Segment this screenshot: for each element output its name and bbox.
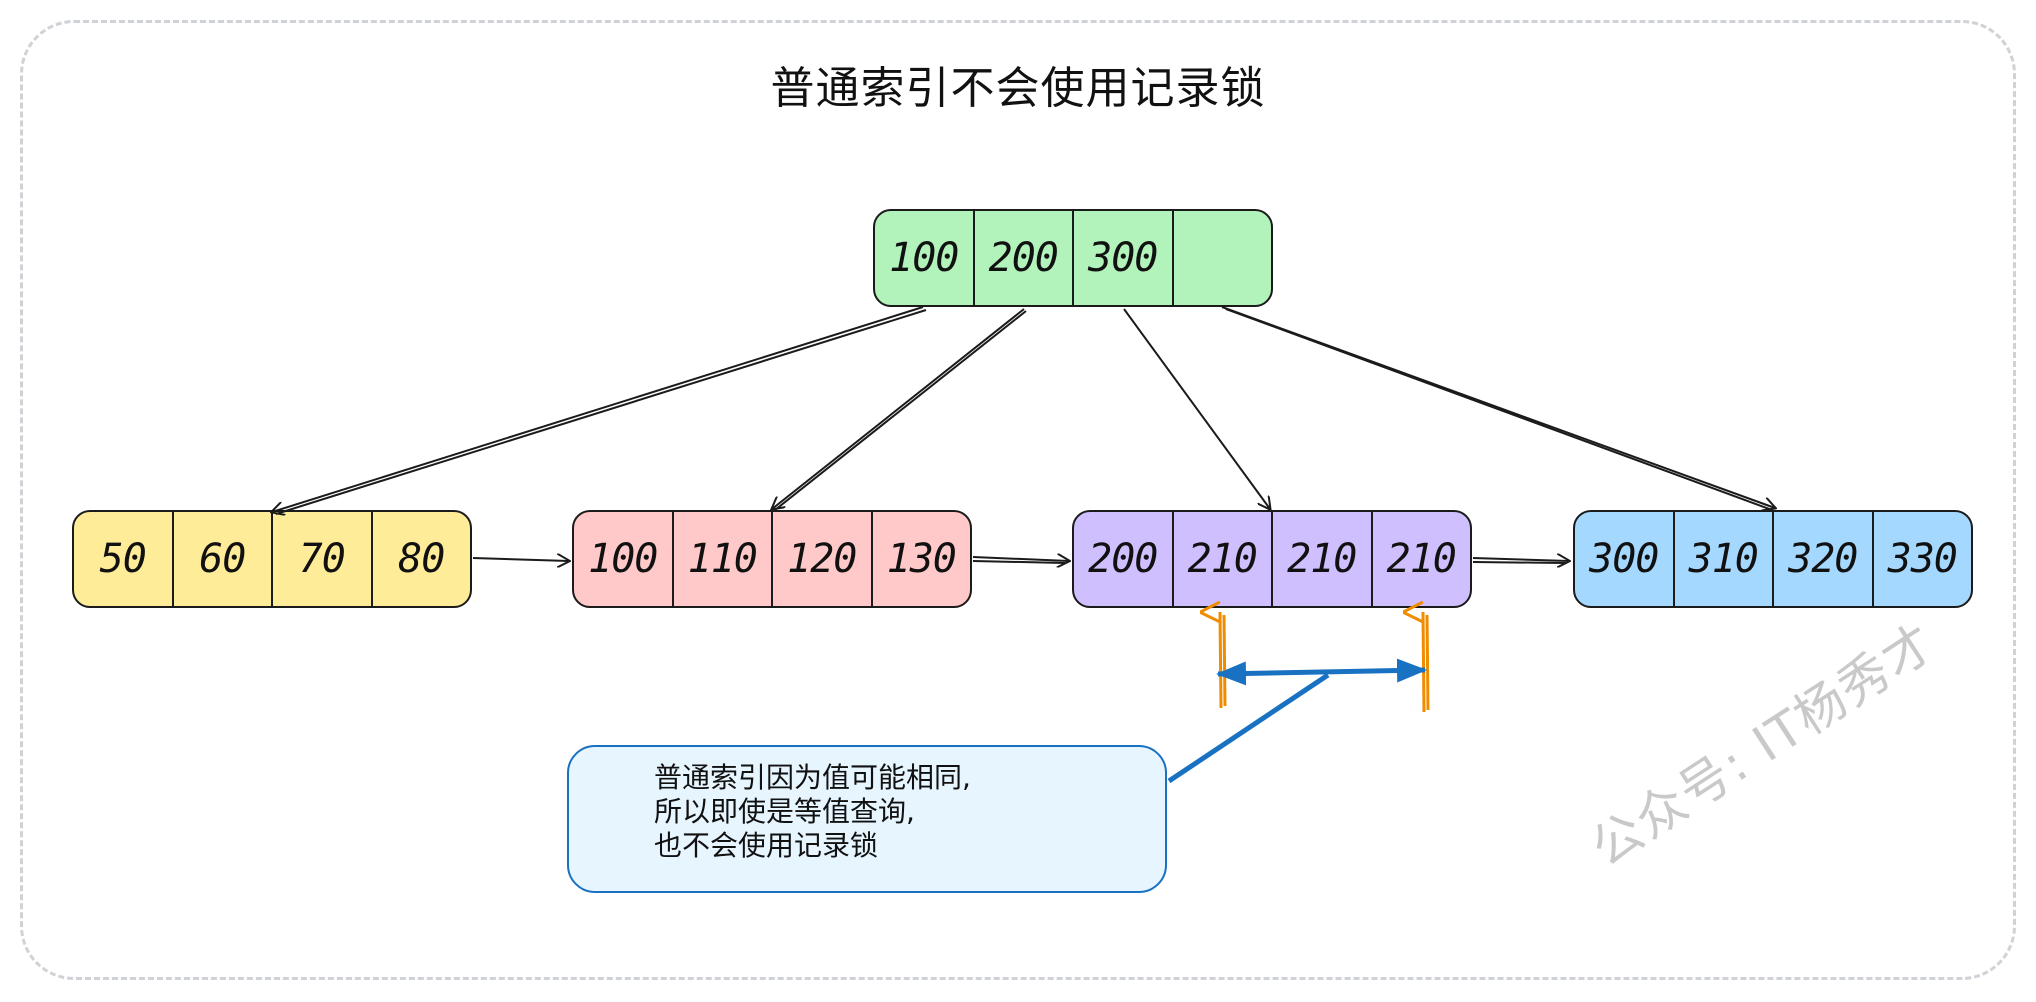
leaf-key-cell: 320 bbox=[1774, 512, 1874, 606]
highlight-arrow-right-2 bbox=[1425, 614, 1430, 711]
leaf-key-cell: 130 bbox=[886, 536, 957, 582]
root-key-cell: 200 bbox=[975, 211, 1074, 305]
callout-line: 也不会使用记录锁 bbox=[654, 829, 879, 862]
root-node: 100 200 300 bbox=[873, 209, 1273, 307]
leaf-node-2: 100 110 120 130 bbox=[572, 510, 972, 608]
callout-line: 普通索引因为值可能相同, bbox=[654, 761, 971, 794]
tree-edges bbox=[272, 306, 1775, 564]
edge-leaf1-leaf2 bbox=[472, 558, 569, 561]
diagram-frame bbox=[20, 20, 2016, 980]
callout-box: 普通索引因为值可能相同, 所以即使是等值查询, 也不会使用记录锁 bbox=[567, 745, 1167, 893]
callout-line: 所以即使是等值查询, bbox=[654, 795, 915, 828]
leaf-node-3: 200 210 210 210 bbox=[1072, 510, 1472, 608]
leaf-key-cell: 110 bbox=[674, 512, 773, 606]
leaf-key-cell: 210 bbox=[1386, 536, 1457, 582]
edge-root-leaf4-shadow bbox=[1225, 308, 1773, 511]
highlight-arrows bbox=[1220, 612, 1430, 713]
leaf-key-cell: 50 bbox=[74, 512, 174, 606]
leaf-key-cell: 70 bbox=[273, 512, 373, 606]
leaf-key-cell: 210 bbox=[1273, 512, 1373, 606]
callout-text: 普通索引因为值可能相同, 所以即使是等值查询, 也不会使用记录锁 bbox=[654, 761, 971, 863]
leaf-key-cell: 300 bbox=[1575, 512, 1675, 606]
leaf-key-cell: 100 bbox=[574, 512, 674, 606]
edge-root-leaf3 bbox=[1123, 308, 1270, 509]
edge-root-leaf2 bbox=[772, 308, 1025, 509]
leaf-key-cell: 330 bbox=[1887, 536, 1958, 582]
highlight-arrow-left-2 bbox=[1222, 614, 1227, 707]
callout-connector bbox=[1167, 672, 1330, 784]
edge-leaf2-leaf3 bbox=[972, 557, 1069, 561]
leaf-node-4: 300 310 320 330 bbox=[1573, 510, 1973, 608]
edge-root-leaf2-shadow bbox=[774, 310, 1027, 511]
leaf-key-cell: 120 bbox=[773, 512, 873, 606]
edge-root-leaf1 bbox=[272, 306, 924, 512]
leaf-key-cell: 60 bbox=[174, 512, 273, 606]
edge-leaf3-leaf4 bbox=[1472, 558, 1569, 561]
leaf-key-cell: 310 bbox=[1675, 512, 1774, 606]
range-indicator bbox=[1167, 658, 1427, 784]
edge-root-leaf1-shadow bbox=[275, 309, 927, 515]
diagram-title: 普通索引不会使用记录锁 bbox=[770, 63, 1266, 114]
root-key-cell: 300 bbox=[1074, 211, 1174, 305]
range-arrow bbox=[1216, 658, 1427, 686]
highlight-arrow-right bbox=[1423, 612, 1426, 713]
highlight-arrow-left bbox=[1220, 612, 1223, 709]
edge-leaf3-leaf4-shadow bbox=[1472, 561, 1566, 564]
edge-leaf2-leaf3-shadow bbox=[972, 560, 1066, 564]
leaf-key-cell: 200 bbox=[1074, 512, 1174, 606]
leaf-key-cell: 210 bbox=[1174, 512, 1273, 606]
leaf-key-cell: 80 bbox=[398, 536, 445, 582]
root-key-cell: 100 bbox=[875, 211, 975, 305]
